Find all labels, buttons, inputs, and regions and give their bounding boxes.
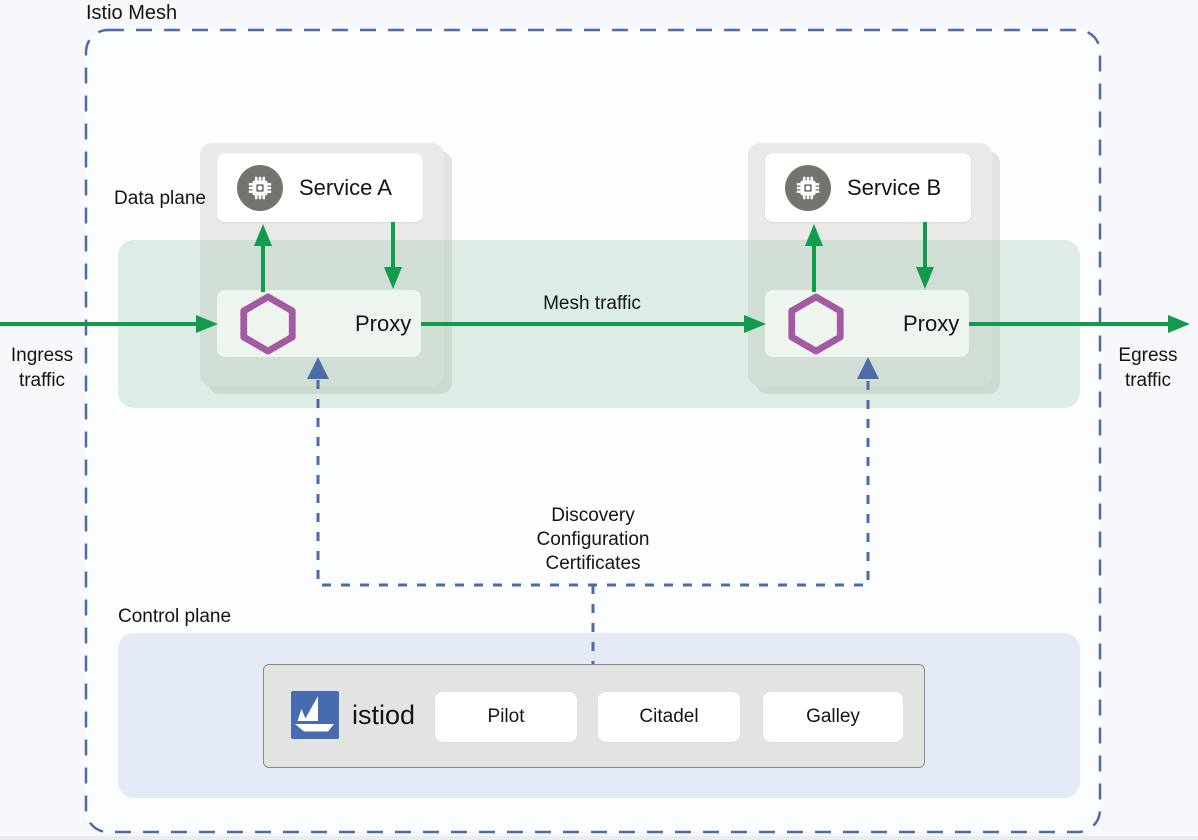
control-plane-label: Control plane <box>118 606 232 627</box>
service-a-label: Service A <box>299 174 392 200</box>
proxy-b-label: Proxy <box>903 310 960 336</box>
service-b-card: Service B <box>765 153 971 222</box>
galley-card: Galley <box>763 692 903 742</box>
citadel-card: Citadel <box>598 692 740 742</box>
certificates-line: Certificates <box>545 553 641 574</box>
egress-traffic-label: Egress traffic <box>1118 345 1178 391</box>
chip-icon <box>785 164 831 211</box>
pilot-label: Pilot <box>487 706 525 727</box>
mesh-traffic-label: Mesh traffic <box>543 293 641 314</box>
data-plane-label: Data plane <box>114 188 206 209</box>
chip-icon <box>237 164 283 211</box>
pilot-card: Pilot <box>435 692 577 742</box>
istio-mesh-title: Istio Mesh <box>86 2 178 24</box>
istiod-label: istiod <box>352 700 416 730</box>
configuration-line: Configuration <box>536 529 650 550</box>
ingress-traffic-label: Ingress traffic <box>10 345 74 391</box>
proxy-a-label: Proxy <box>355 310 412 336</box>
galley-label: Galley <box>806 706 860 727</box>
service-b-label: Service B <box>847 174 942 200</box>
hexagon-icon <box>785 292 847 361</box>
proxy-a-box: Proxy <box>217 290 421 357</box>
istio-sailboat-logo-icon <box>291 691 339 739</box>
discovery-configuration-certificates-label: Discovery Configuration Certificates <box>493 504 693 576</box>
service-a-card: Service A <box>217 153 423 222</box>
discovery-line: Discovery <box>551 505 635 526</box>
window-bottom-edge <box>0 836 1198 840</box>
proxy-b-box: Proxy <box>765 290 969 357</box>
citadel-label: Citadel <box>639 706 699 727</box>
hexagon-icon <box>237 292 299 361</box>
